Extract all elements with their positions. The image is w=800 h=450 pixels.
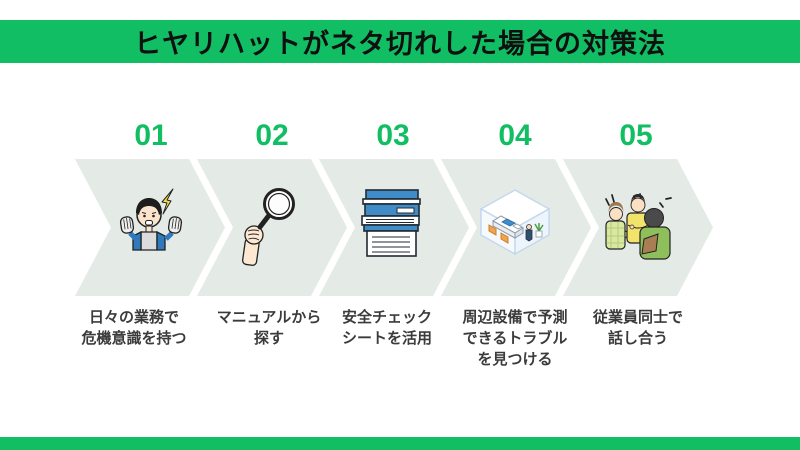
step-number-3: 03 [376, 119, 410, 152]
step-label-line: シートを活用 [341, 330, 432, 347]
step-label-line: 周辺設備で予測 [462, 309, 568, 326]
step-number-2: 02 [255, 119, 289, 152]
step-label-line: 探す [253, 330, 284, 347]
people-discussion-icon [594, 183, 678, 267]
step-label-1: 日々の業務で 危機意識を持つ [54, 307, 214, 349]
step-number-5: 05 [619, 119, 653, 152]
page-title: ヒヤリハットがネタ切れした場合の対策法 [134, 29, 666, 59]
step-label-line: 安全チェック [341, 309, 432, 326]
step-label-line: 話し合う [607, 330, 668, 347]
isometric-office-icon [473, 183, 557, 267]
step-label-line: マニュアルから [216, 309, 322, 326]
header-bar: ヒヤリハットがネタ切れした場合の対策法 [0, 20, 800, 63]
step-label-line: を見つける [477, 351, 553, 368]
surprised-man-icon [109, 183, 193, 267]
step-label-5: 従業員同士で 話し合う [558, 307, 718, 349]
step-label-4: 周辺設備で予測 できるトラブル を見つける [435, 307, 595, 370]
step-label-2: マニュアルから 探す [189, 307, 349, 349]
footer-bar [0, 437, 800, 450]
chevron-segment-2 [197, 159, 347, 296]
book-stack-icon [351, 183, 435, 267]
step-label-line: 危機意識を持つ [81, 330, 187, 347]
step-label-3: 安全チェック シートを活用 [307, 307, 467, 349]
step-label-line: 従業員同士で [592, 309, 683, 326]
step-number-4: 04 [498, 119, 532, 152]
magnifying-glass-hand-icon [230, 183, 314, 267]
step-label-line: できるトラブル [462, 330, 568, 347]
step-label-line: 日々の業務で [88, 309, 179, 326]
step-number-1: 01 [134, 119, 168, 152]
